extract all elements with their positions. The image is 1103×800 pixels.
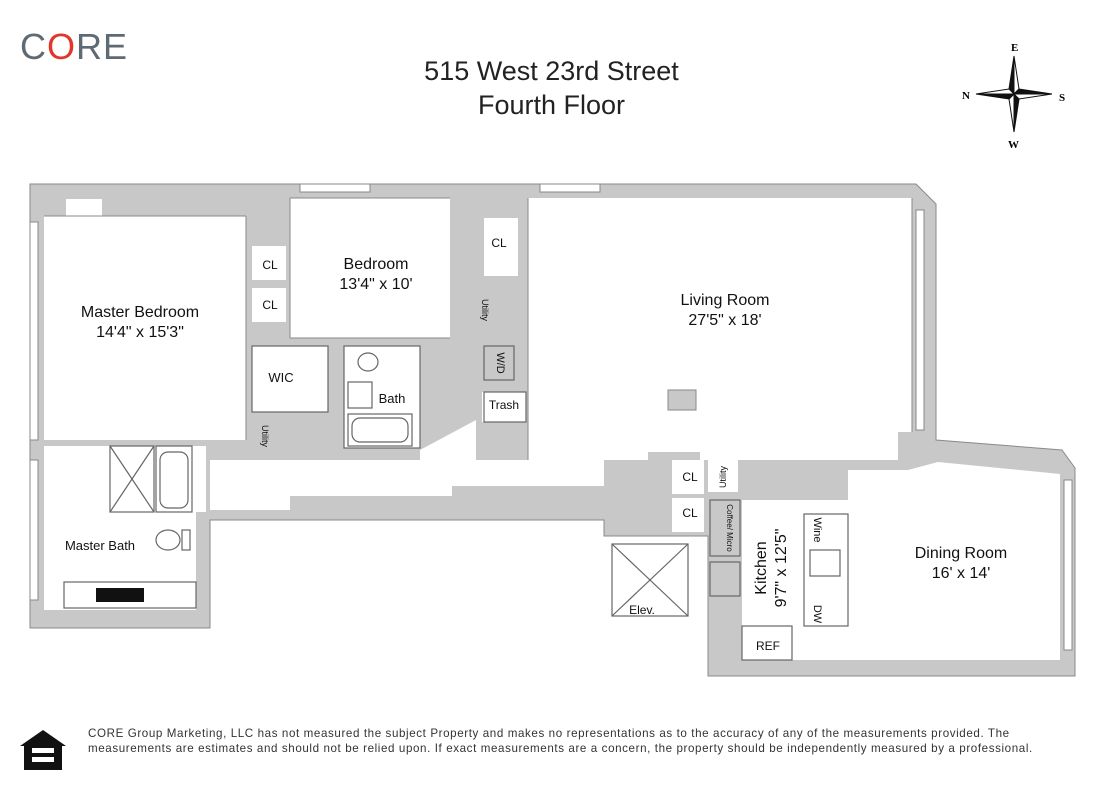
compass-north-label: N bbox=[962, 90, 970, 102]
cl-3-label: CL bbox=[491, 236, 507, 250]
disclaimer-text: CORE Group Marketing, LLC has not measur… bbox=[88, 727, 1033, 755]
compass-south-label: S bbox=[1059, 92, 1065, 104]
elevator-label: Elev. bbox=[629, 603, 655, 617]
cl-1-floor bbox=[252, 246, 286, 280]
bath-fixtures bbox=[347, 352, 413, 447]
utility-3-label: Utility bbox=[718, 466, 728, 488]
dining-room-size: 16' x 14' bbox=[932, 565, 991, 582]
hallway-floor bbox=[210, 420, 604, 510]
cl-4-floor bbox=[672, 460, 704, 494]
bath-label: Bath bbox=[379, 391, 406, 406]
master-bath-label: Master Bath bbox=[65, 538, 135, 553]
dining-room-label: Dining Room bbox=[915, 545, 1007, 562]
bath-floor bbox=[344, 346, 420, 448]
windows bbox=[29, 183, 1073, 651]
equal-housing-opportunity-icon bbox=[20, 730, 66, 770]
bedroom-size: 13'4" x 10' bbox=[339, 276, 412, 293]
compass-west-label: W bbox=[1008, 139, 1019, 150]
cl-4-label: CL bbox=[682, 470, 698, 484]
trash-label: Trash bbox=[489, 398, 519, 412]
master-bedroom-label: Master Bedroom bbox=[81, 304, 199, 321]
living-room-column bbox=[667, 389, 697, 411]
bedroom-label: Bedroom bbox=[344, 256, 409, 273]
master-bedroom-size: 14'4" x 15'3" bbox=[96, 324, 184, 341]
compass-rose-icon: E N S W bbox=[962, 42, 1065, 150]
wic-label: WIC bbox=[268, 370, 293, 385]
wine-label: Wine bbox=[811, 517, 823, 542]
utility-1-label: Utility bbox=[260, 425, 270, 447]
inner-wall-lines bbox=[44, 197, 913, 460]
cl-5-floor bbox=[672, 498, 704, 532]
wd-label: W/D bbox=[494, 352, 506, 373]
room-outlines bbox=[251, 345, 793, 661]
utility-3-floor bbox=[708, 460, 738, 492]
cl-3-floor bbox=[484, 218, 518, 276]
dw-label: DW bbox=[811, 605, 823, 624]
logo-letter-c: C bbox=[20, 26, 47, 67]
bedroom-floor bbox=[290, 198, 450, 338]
core-logo: CORE bbox=[20, 26, 128, 68]
wic-floor bbox=[252, 346, 328, 412]
cl-2-floor bbox=[252, 288, 286, 322]
compass-east-label: E bbox=[1011, 42, 1018, 54]
logo-letter-o: O bbox=[47, 26, 77, 67]
living-room-size: 27'5" x 18' bbox=[688, 312, 761, 329]
kitchen-label: Kitchen bbox=[753, 541, 770, 594]
living-room-label: Living Room bbox=[681, 292, 770, 309]
logo-letters-re: RE bbox=[76, 26, 129, 67]
dining-room-floor bbox=[848, 462, 1060, 660]
address: 515 West 23rd Street bbox=[424, 56, 679, 86]
trash-floor bbox=[482, 392, 526, 422]
kitchen-fixtures bbox=[709, 499, 849, 627]
utility-2-label: Utility bbox=[480, 299, 490, 321]
master-bedroom-floor bbox=[44, 216, 246, 440]
cl-1-label: CL bbox=[262, 258, 278, 272]
kitchen-size: 9'7" x 12'5" bbox=[773, 529, 790, 608]
kitchen-floor bbox=[742, 500, 848, 660]
vanity-sinks bbox=[96, 588, 144, 602]
page-title: 515 West 23rd Street Fourth Floor bbox=[0, 54, 1103, 122]
cl-5-label: CL bbox=[682, 506, 698, 520]
ref-label: REF bbox=[756, 639, 780, 653]
master-bath-fixtures bbox=[63, 445, 197, 609]
living-room-floor bbox=[528, 198, 912, 460]
cl-2-label: CL bbox=[262, 298, 278, 312]
master-bedroom-nook bbox=[66, 199, 102, 216]
coffee-micro-label: Coffee/ Micro bbox=[725, 504, 734, 552]
master-bath-floor bbox=[44, 446, 206, 610]
floor-name: Fourth Floor bbox=[477, 90, 626, 120]
